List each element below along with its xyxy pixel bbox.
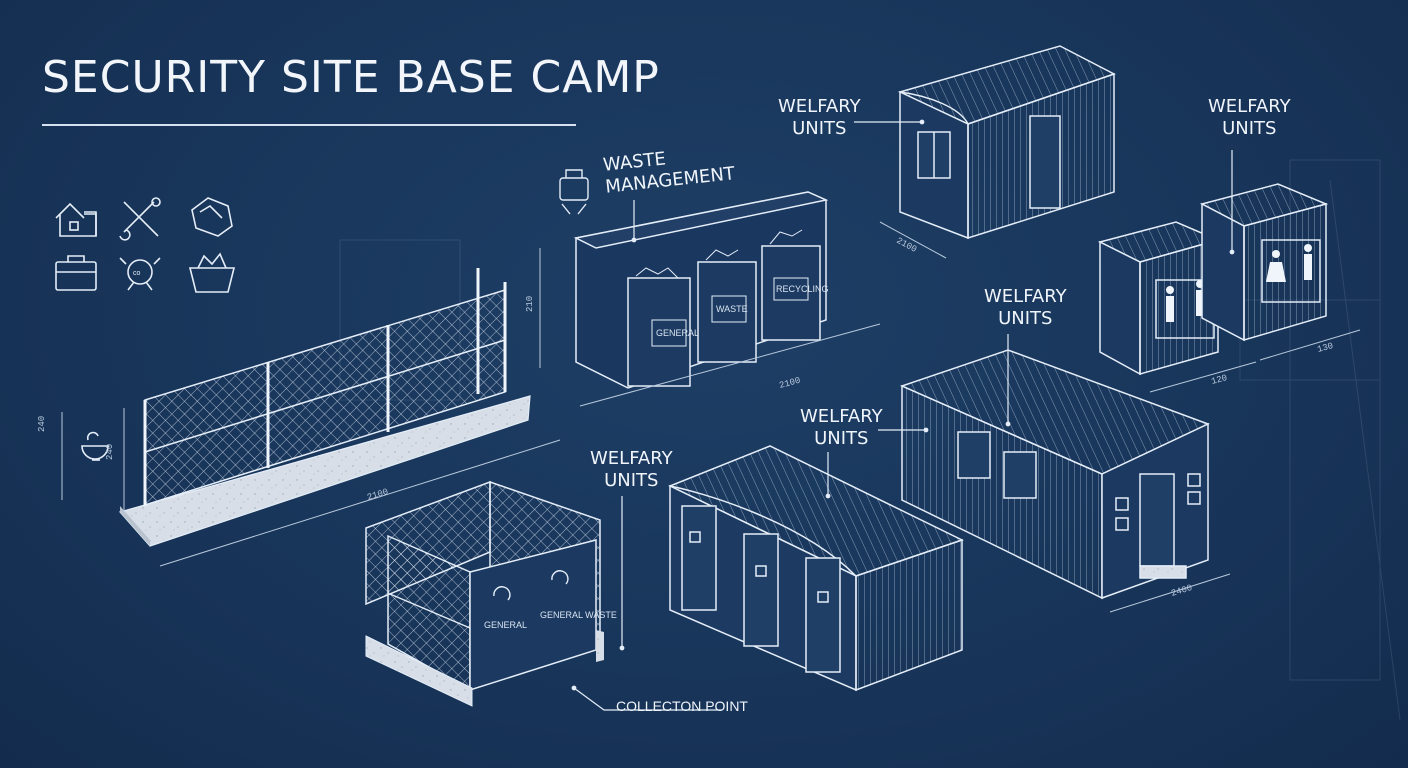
label-welfare-mc-line-2: UNITS: [814, 428, 869, 449]
fence-length-dim: 2100: [366, 487, 390, 503]
label-welfare-tr-line-1: WELFARY: [1208, 96, 1291, 117]
bin-sign-waste: WASTE: [716, 304, 748, 314]
cabin-top-dim: 2100: [895, 236, 919, 255]
toilet-dim-lines: [1149, 329, 1361, 393]
welfare-unit-three-doors: [668, 445, 964, 692]
label-welfare-top-right: WELFARY UNITS: [1208, 96, 1291, 140]
toilet-b-dim: 130: [1316, 341, 1334, 355]
label-welfare-lc-line-2: UNITS: [604, 470, 659, 491]
toilet-pod-right: [1199, 183, 1329, 342]
label-welfare-lc-line-1: WELFARY: [590, 448, 673, 469]
collection-point-enclosure: [365, 480, 604, 707]
bin-sign-general: GENERAL: [656, 328, 699, 338]
welfare-cabin-top: [897, 45, 1116, 240]
hand-washing-icon: [81, 431, 109, 461]
bin-sign-recycling: RECYCLING: [776, 284, 829, 294]
hexagon-bag-icon: [191, 197, 233, 237]
title-underline: [42, 124, 576, 126]
collection-sign-general: GENERAL: [484, 620, 527, 630]
label-welfare-tr-line-2: UNITS: [1222, 118, 1277, 139]
svg-text:co: co: [133, 270, 141, 277]
callout-leaders: [571, 119, 1235, 711]
label-welfare-lower-center: WELFARY UNITS: [590, 448, 673, 492]
fence-dimension-lines: [61, 408, 561, 567]
toilet-a-dim: 120: [1210, 373, 1228, 387]
toilet-pod-left: [1097, 221, 1221, 376]
fence-height-dim: 240: [37, 416, 47, 432]
tools-icon: [119, 197, 161, 241]
welfare-unit-large: [899, 349, 1210, 600]
mesh-fence: [118, 268, 531, 547]
basket-icon: [188, 252, 236, 293]
page-title: SECURITY SITE BASE CAMP: [42, 52, 660, 103]
site-building-icon: [55, 202, 97, 237]
label-welfare-top-center: WELFARY UNITS: [778, 96, 861, 140]
waste-management-icon: [559, 169, 589, 215]
label-welfare-tc-line-1: WELFARY: [778, 96, 861, 117]
label-welfare-mid-center: WELFARY UNITS: [800, 406, 883, 450]
label-welfare-mr-line-2: UNITS: [998, 308, 1053, 329]
toolbox-icon: [55, 255, 97, 291]
bins-length-dim: 2100: [778, 376, 801, 391]
label-welfare-mc-line-1: WELFARY: [800, 406, 883, 427]
label-welfare-mr-line-1: WELFARY: [984, 286, 1067, 307]
fence-post-height-dim: 240: [105, 444, 115, 460]
label-welfare-tc-line-2: UNITS: [792, 118, 847, 139]
label-collection-point: COLLECTON POINT: [616, 698, 748, 714]
collection-sign-general-waste: GENERAL WASTE: [540, 610, 617, 620]
bins-height-dim: 210: [525, 296, 535, 312]
welfare-big-dim: 2400: [1170, 583, 1194, 599]
waste-bin-station: [573, 191, 829, 389]
label-welfare-mid-right: WELFARY UNITS: [984, 286, 1067, 330]
gear-worker-icon: co: [119, 257, 161, 291]
